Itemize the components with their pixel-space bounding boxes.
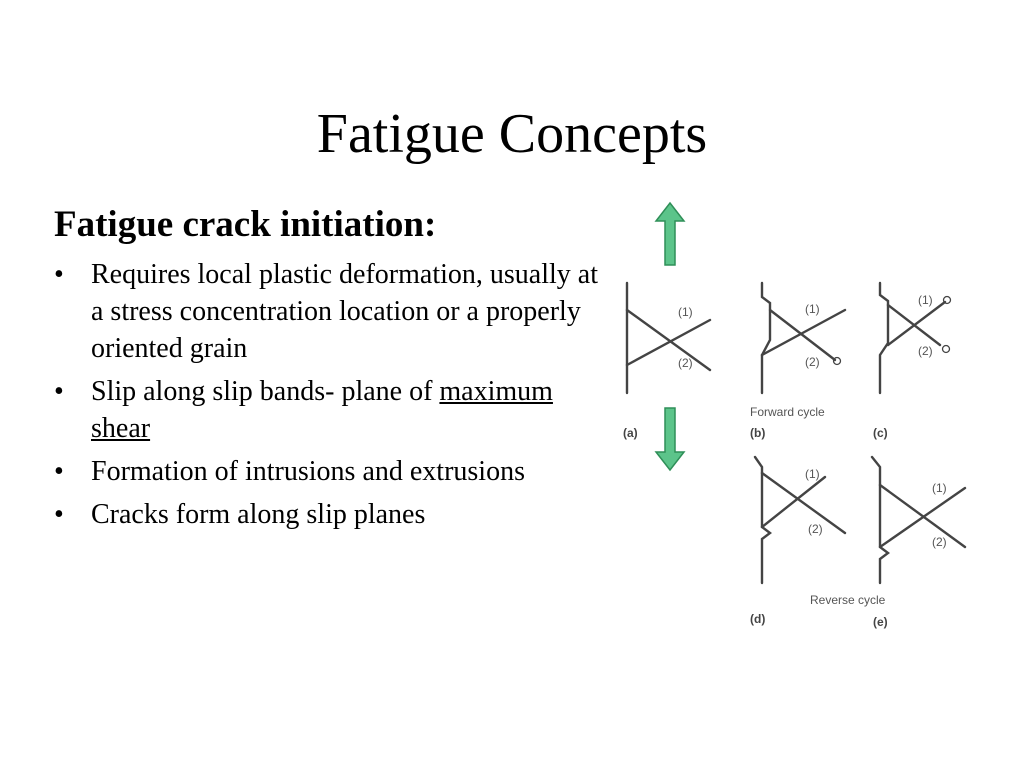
label-d-2: (2) [808,522,823,536]
label-c-2: (2) [918,344,933,358]
caption-e: (e) [873,615,888,629]
label-b-1: (1) [805,302,820,316]
diagram-d [753,455,847,585]
forward-cycle-label: Forward cycle [750,405,825,419]
bullet-text: Cracks form along slip planes [91,499,426,530]
bullet-dot-icon: • [54,259,64,290]
diagram-b [760,281,847,395]
slide-title: Fatigue Concepts [316,103,708,165]
caption-c: (c) [873,426,888,440]
bullet-list: • Requires local plastic deformation, us… [54,256,614,539]
label-d-1: (1) [805,467,820,481]
label-e-2: (2) [932,535,947,549]
bullet-dot-icon: • [54,456,64,487]
bullet-underlined-text: maximum shear [91,376,553,444]
caption-a: (a) [623,426,638,440]
slip-band-figure: (1) (2) (1) (2) (1) (2) (1) (2) (1) (2) … [600,195,1010,645]
bullet-dot-icon: • [54,499,64,530]
bullet-dot-icon: • [54,376,64,407]
bullet-text: Requires local plastic deformation, usua… [91,259,598,364]
bullet-text: Formation of intrusions and extrusions [91,456,525,487]
slide-subtitle: Fatigue crack initiation: [54,204,437,245]
bullet-item: • Slip along slip bands- plane of maximu… [54,373,614,447]
arrow-down-icon [654,407,686,472]
bullet-item: • Formation of intrusions and extrusions [54,453,614,490]
diagram-e [870,455,967,585]
label-c-1: (1) [918,293,933,307]
caption-d: (d) [750,612,765,626]
arrow-up-icon [654,201,686,266]
diagram-c [878,281,952,395]
label-b-2: (2) [805,355,820,369]
diagram-a [625,281,712,395]
reverse-cycle-label: Reverse cycle [810,593,886,607]
caption-b: (b) [750,426,765,440]
slip-band-diagram: (1) (2) (1) (2) (1) (2) (1) (2) (1) (2) … [623,201,967,629]
label-e-1: (1) [932,481,947,495]
label-a-1: (1) [678,305,693,319]
label-a-2: (2) [678,356,693,370]
bullet-item: • Cracks form along slip planes [54,496,614,533]
bullet-item: • Requires local plastic deformation, us… [54,256,614,367]
bullet-text: Slip along slip bands- plane of [91,376,433,407]
